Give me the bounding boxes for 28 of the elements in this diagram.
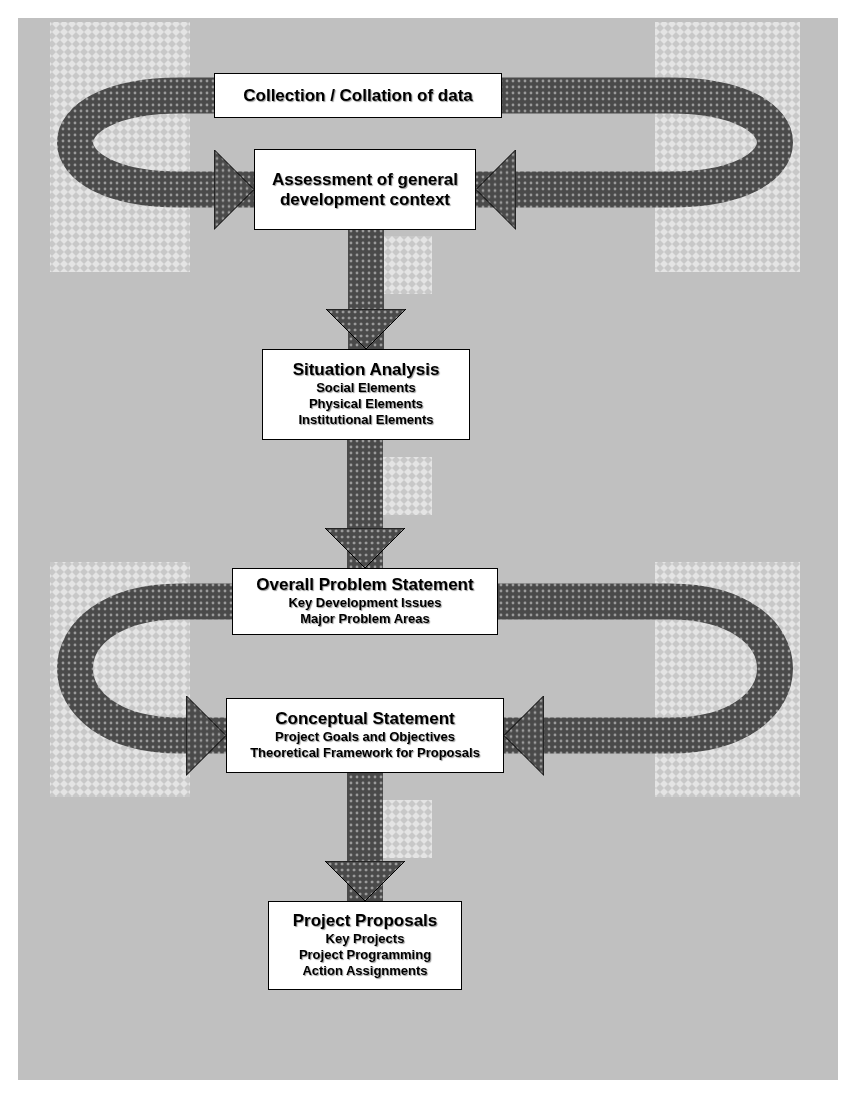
block-arrow bbox=[324, 440, 406, 569]
process-box bbox=[254, 149, 476, 230]
box-item: Key Projects bbox=[325, 930, 405, 948]
box-heading: Conceptual Statement bbox=[275, 709, 455, 729]
box-heading: Collection / Collation of data bbox=[243, 85, 473, 106]
block-arrow bbox=[475, 77, 793, 230]
process-box bbox=[268, 901, 462, 990]
box-item: Major Problem Areas bbox=[300, 611, 430, 628]
process-box bbox=[214, 73, 502, 118]
box-heading: Situation Analysis bbox=[292, 360, 440, 380]
block-arrow bbox=[57, 583, 232, 776]
box-item: Institutional Elements bbox=[298, 412, 434, 429]
box-item: Key Development Issues bbox=[288, 595, 442, 612]
box-item: Action Assignments bbox=[302, 963, 428, 980]
box-item: Project Programming bbox=[298, 947, 432, 964]
box-item: Project Goals and Objectives bbox=[275, 729, 455, 746]
process-box bbox=[226, 698, 504, 773]
box-item: Social Elements bbox=[316, 379, 416, 397]
box-item: Physical Elements bbox=[308, 396, 424, 413]
process-box bbox=[262, 349, 470, 440]
box-item: Theoretical Framework for Proposals bbox=[250, 745, 480, 762]
box-heading: Overall Problem Statement bbox=[256, 575, 474, 595]
box-heading: Assessment of general development context bbox=[270, 169, 460, 210]
block-arrow bbox=[324, 773, 406, 902]
block-arrow bbox=[325, 230, 407, 350]
process-box bbox=[232, 568, 498, 635]
box-heading: Project Proposals bbox=[292, 911, 438, 931]
block-arrow bbox=[498, 583, 793, 776]
